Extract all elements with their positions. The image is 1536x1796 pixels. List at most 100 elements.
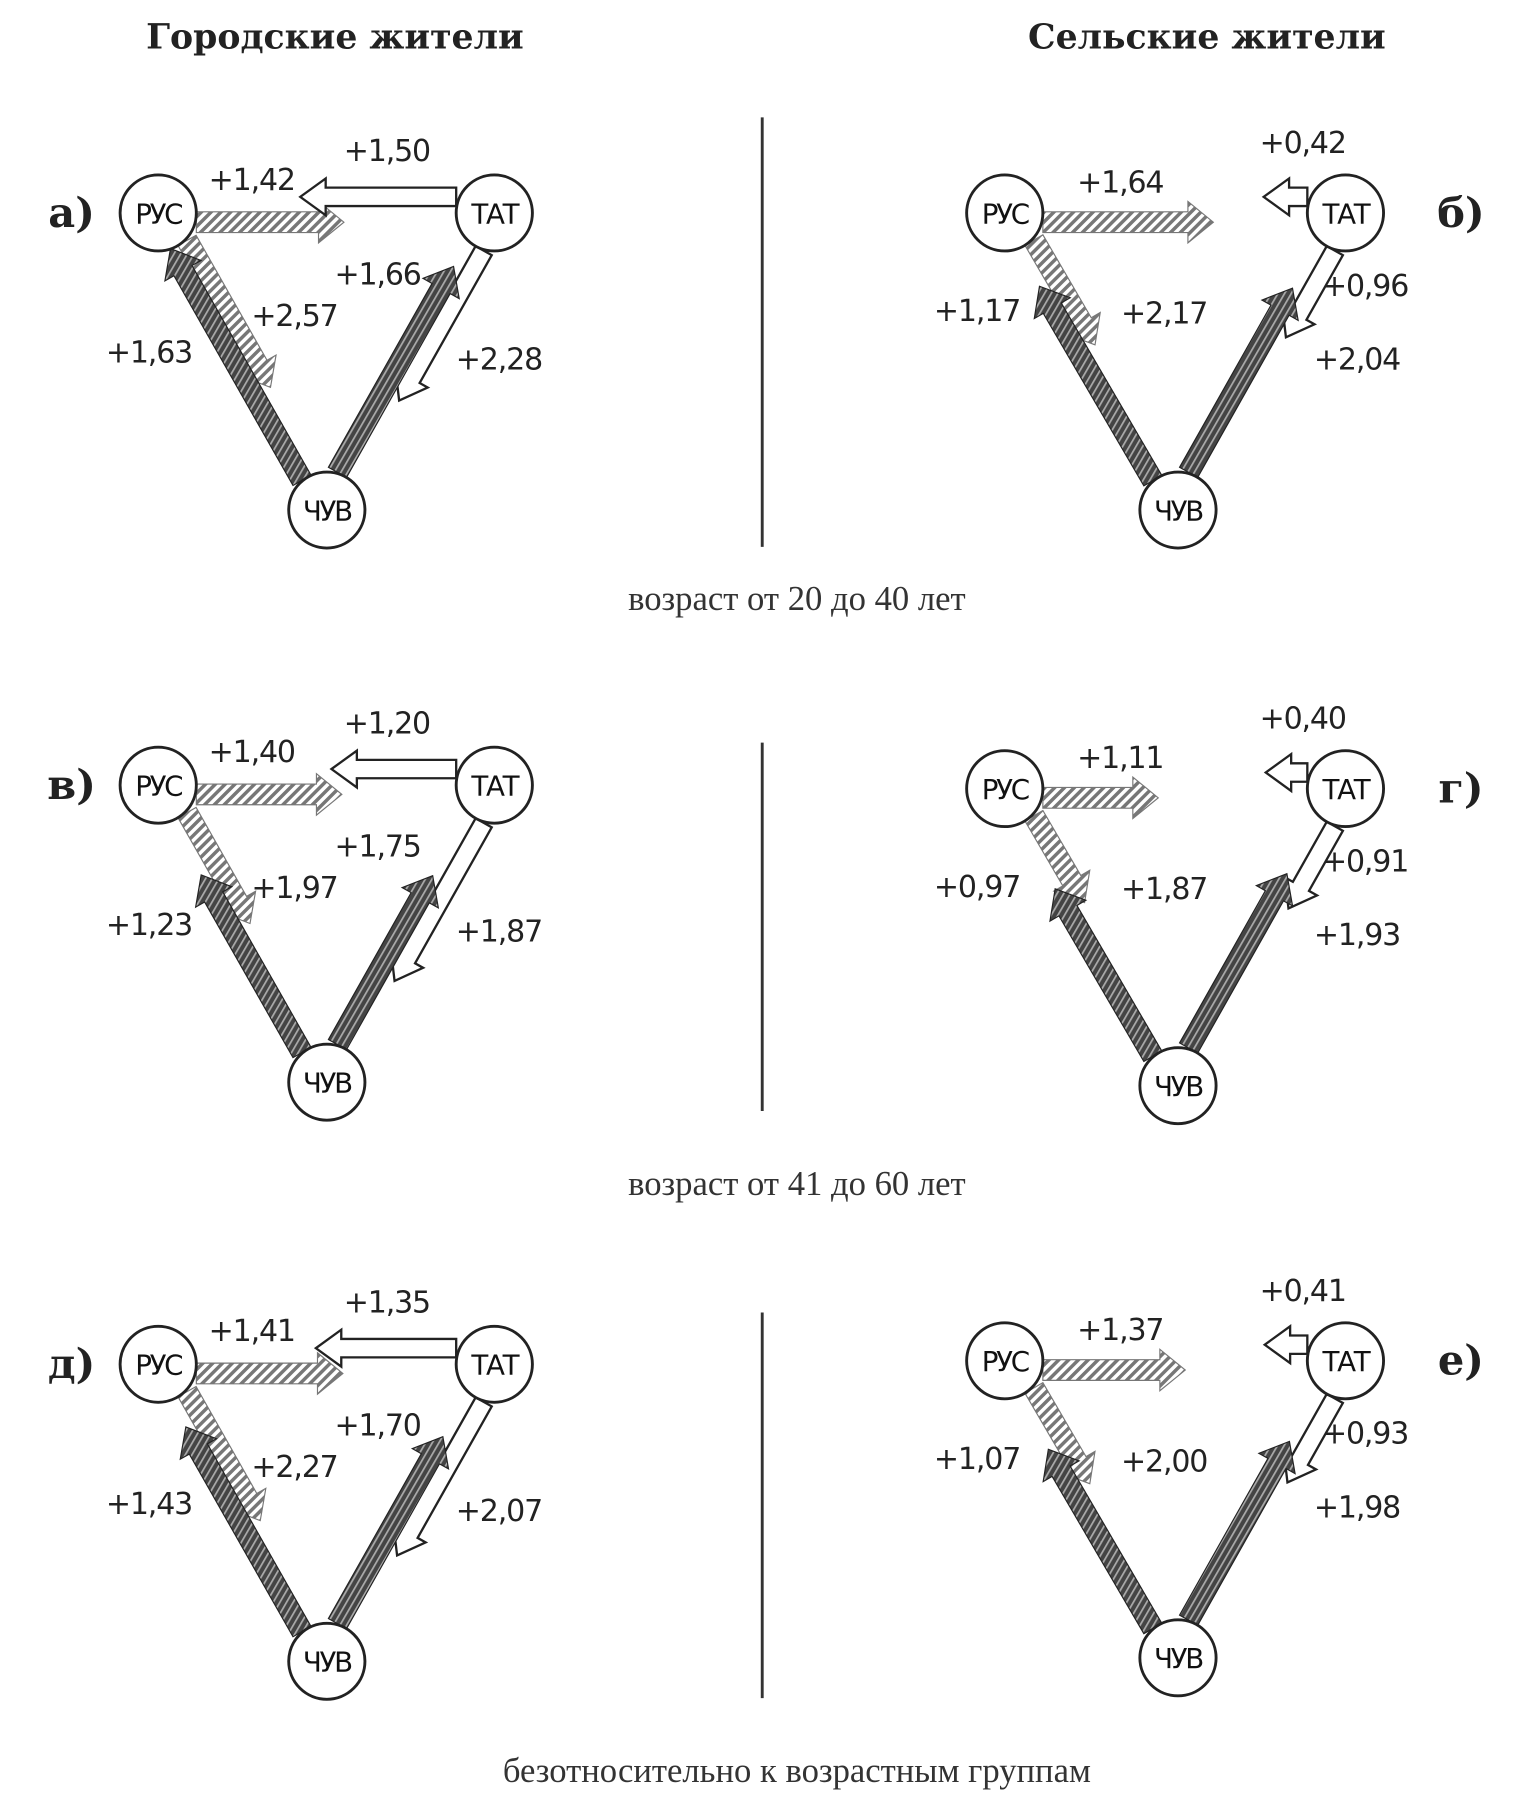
arrow-rus-to-tat <box>195 200 345 245</box>
arrow-chuv-to-rus <box>194 874 312 1059</box>
value-label-tat-to-rus: +0,40 <box>1260 702 1346 737</box>
value-label-tat-to-chuv: +1,70 <box>335 1409 421 1444</box>
panel-letter: г) <box>1438 764 1483 813</box>
value-label-tat-to-chuv: +0,91 <box>1322 845 1408 880</box>
value-label-tat-to-chuv: +0,96 <box>1322 269 1408 304</box>
node-label-tat: ТАТ <box>470 1349 519 1382</box>
value-label-tat-to-rus: +1,50 <box>344 134 430 169</box>
arrow-chuv-to-rus <box>1042 1448 1163 1635</box>
value-label-tat-to-rus: +0,42 <box>1260 126 1346 161</box>
value-label-rus-to-tat: +1,41 <box>209 1314 295 1349</box>
node-label-chuv: ЧУВ <box>1154 494 1203 527</box>
panel-2: +1,64 +0,42 +0,96 +1,17 +2,17 +2,04 РУС ТАТ ЧУВ б… <box>934 126 1485 550</box>
node-label-tat: ТАТ <box>470 197 519 230</box>
value-label-rus-to-chuv: +1,43 <box>106 1487 192 1522</box>
node-label-chuv: ЧУВ <box>303 1067 352 1100</box>
node-label-rus: РУС <box>982 773 1029 806</box>
value-label-rus-to-chuv: +1,17 <box>934 294 1020 329</box>
node-chuv <box>1138 470 1218 550</box>
node-label-rus: РУС <box>982 197 1029 230</box>
node-tat <box>454 745 534 825</box>
node-label-rus: РУС <box>135 1349 182 1382</box>
value-label-rus-to-tat: +1,64 <box>1077 165 1163 200</box>
arrow-chuv-to-rus <box>179 1426 312 1638</box>
arrow-rus-to-chuv <box>1024 809 1091 904</box>
node-rus <box>965 749 1045 829</box>
value-label-chuv-to-tat: +1,87 <box>456 915 542 950</box>
header-rural: Сельские жители <box>1028 17 1386 57</box>
value-label-chuv-to-rus: +2,00 <box>1121 1444 1207 1479</box>
node-tat <box>454 1324 534 1404</box>
node-rus <box>965 1321 1045 1401</box>
node-chuv <box>287 1621 367 1701</box>
arrow-rus-to-tat <box>195 1351 344 1396</box>
panel-letter: д) <box>48 1339 95 1388</box>
node-chuv <box>1138 1046 1218 1126</box>
value-label-chuv-to-rus: +1,97 <box>251 871 337 906</box>
value-label-tat-to-rus: +0,41 <box>1260 1274 1346 1309</box>
arrow-tat-to-rus <box>1262 1324 1309 1366</box>
node-label-tat: ТАТ <box>1322 773 1371 806</box>
value-label-rus-to-chuv: +1,63 <box>106 336 192 371</box>
panel-letter: а) <box>48 188 95 237</box>
panel-letter: в) <box>47 760 96 809</box>
value-label-tat-to-rus: +1,35 <box>344 1286 430 1321</box>
value-label-chuv-to-tat: +2,04 <box>1314 343 1400 378</box>
value-label-rus-to-chuv: +0,97 <box>934 870 1020 905</box>
arrow-chuv-to-rus <box>1033 285 1163 487</box>
node-tat <box>1305 749 1385 829</box>
node-label-rus: РУС <box>982 1345 1029 1378</box>
value-label-rus-to-chuv: +1,07 <box>934 1442 1020 1477</box>
node-chuv <box>1138 1618 1218 1698</box>
header-urban: Городские жители <box>146 17 524 57</box>
node-rus <box>965 173 1045 253</box>
arrow-tat-to-rus <box>1263 751 1309 794</box>
node-label-chuv: ЧУВ <box>1154 1642 1203 1675</box>
arrow-rus-to-tat <box>1042 1348 1187 1392</box>
node-rus <box>118 173 198 253</box>
arrow-chuv-to-tat <box>1178 1440 1296 1627</box>
node-tat <box>1305 173 1385 253</box>
arrow-rus-to-tat <box>1042 200 1215 245</box>
value-label-tat-to-chuv: +1,66 <box>335 257 421 292</box>
panel-letter: е) <box>1438 1336 1484 1385</box>
arrow-chuv-to-tat <box>1178 872 1294 1054</box>
value-label-chuv-to-rus: +1,87 <box>1121 872 1207 907</box>
value-label-chuv-to-tat: +2,28 <box>456 343 542 378</box>
node-chuv <box>287 470 367 550</box>
node-label-tat: ТАТ <box>1322 197 1371 230</box>
node-tat <box>454 173 534 253</box>
value-label-chuv-to-tat: +1,98 <box>1314 1490 1400 1525</box>
arrow-tat-to-rus <box>329 748 458 790</box>
value-label-chuv-to-rus: +2,17 <box>1121 297 1207 332</box>
value-label-rus-to-chuv: +1,23 <box>106 908 192 943</box>
node-label-chuv: ЧУВ <box>1154 1070 1203 1103</box>
arrow-tat-to-rus <box>1261 176 1309 218</box>
arrow-chuv-to-tat <box>1178 287 1299 479</box>
arrow-chuv-to-rus <box>1049 887 1163 1063</box>
node-rus <box>118 1324 198 1404</box>
value-label-rus-to-tat: +1,37 <box>1077 1313 1163 1348</box>
caption-age-41-60: возраст от 41 до 60 лет <box>628 1165 966 1203</box>
caption-all-ages: безотносительно к возрастным группам <box>503 1752 1091 1790</box>
value-label-tat-to-chuv: +1,75 <box>335 830 421 865</box>
value-label-chuv-to-rus: +2,57 <box>251 299 337 334</box>
arrow-chuv-to-tat <box>327 874 440 1051</box>
arrow-chuv-to-tat <box>327 265 461 479</box>
value-label-tat-to-rus: +1,20 <box>344 706 430 741</box>
node-rus <box>118 745 198 825</box>
node-tat <box>1305 1321 1385 1401</box>
value-label-rus-to-tat: +1,42 <box>209 163 295 198</box>
panel-letter: б) <box>1437 188 1484 237</box>
arrow-rus-to-tat <box>1042 775 1160 820</box>
node-label-chuv: ЧУВ <box>303 1646 352 1679</box>
value-label-rus-to-tat: +1,11 <box>1077 741 1163 776</box>
arrow-tat-to-chuv <box>1283 820 1345 911</box>
arrow-rus-to-tat <box>195 772 343 817</box>
